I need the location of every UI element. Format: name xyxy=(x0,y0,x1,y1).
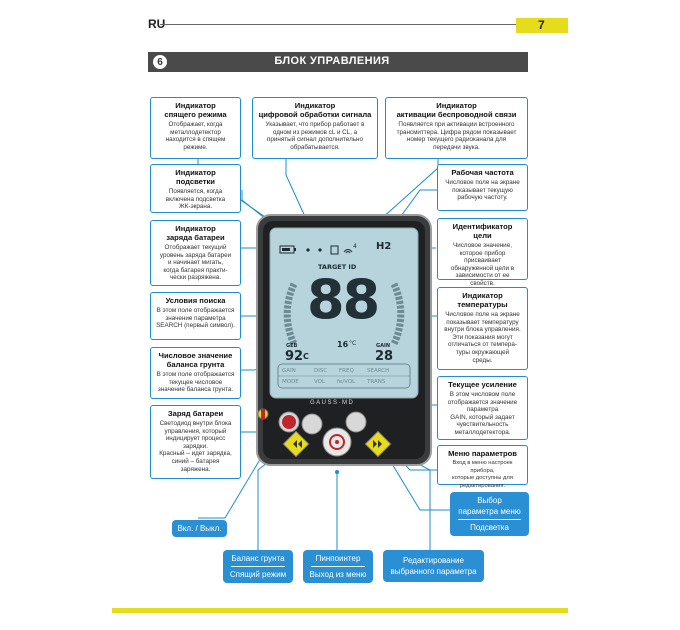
callout-battery-charge: Заряд батареи Светодиод внутри блока упр… xyxy=(150,405,241,479)
sleep-mode-label: Спящий режим xyxy=(229,570,287,579)
language-label: RU xyxy=(148,17,166,31)
callout-description: Появляется, когда включена подсветка ЖК-… xyxy=(165,188,226,211)
footer-bar xyxy=(112,608,568,613)
callout-sleep-indicator: Индикатор спящего режима Отображает, ког… xyxy=(150,97,241,159)
lcd-menu-vol: VOL xyxy=(314,379,326,385)
lcd-gain-value: 28 xyxy=(375,349,394,364)
callout-title: Заряд батареи xyxy=(167,409,224,418)
label-separator xyxy=(458,519,521,520)
callout-battery-indicator: Индикатор заряда батареи Отображает теку… xyxy=(150,220,241,286)
callout-title: Индикатор температуры xyxy=(457,291,508,309)
label-separator xyxy=(311,566,365,567)
callout-search-conditions: Условия поиска В этом поле отображается … xyxy=(150,292,241,340)
brand-logo: GAUSS·MD xyxy=(310,400,355,406)
page-number: 7 xyxy=(538,18,545,32)
backlight-label: Подсветка xyxy=(470,523,509,532)
lcd-target-id-label: TARGET ID xyxy=(318,263,357,271)
lcd-menu-disc: DISC xyxy=(314,368,328,374)
callout-description: Числовое поле на экране показывает темпе… xyxy=(444,311,521,364)
select-parameter-label: Выбор параметра меню xyxy=(458,496,521,516)
callout-description: В этом числовом поле отображается значен… xyxy=(447,391,518,436)
callout-title: Индикатор спящего режима xyxy=(164,101,227,119)
callout-title: Условия поиска xyxy=(165,296,226,305)
lcd-gb-label: GEB xyxy=(286,343,298,349)
callout-description: Отображает, когда металлодетектор находи… xyxy=(165,121,226,151)
lcd-temp-unit: °C xyxy=(349,340,357,347)
pinpoint-exit-label[interactable]: Пинпоинтер Выход из меню xyxy=(303,550,373,583)
lcd-menu-gain: GAIN xyxy=(282,368,296,374)
callout-backlight-indicator: Индикатор подсветки Появляется, когда вк… xyxy=(150,164,241,213)
callout-description: В этом поле отображается текущее числово… xyxy=(156,371,235,394)
lcd-menu-fevol: fe/VOL xyxy=(337,379,356,385)
section-title-bar xyxy=(148,52,528,72)
lcd-menu-freq: FREQ xyxy=(339,368,354,374)
section-title: БЛОК УПРАВЛЕНИЯ xyxy=(274,55,390,67)
exit-menu-label: Выход из меню xyxy=(309,570,367,579)
callout-title: Индикатор активации беспроводной связи xyxy=(396,101,517,119)
page-number-box xyxy=(516,18,568,33)
callout-ground-balance: Числовое значение баланса грунта В этом … xyxy=(150,347,241,399)
lcd-temp-value: 16 xyxy=(337,340,349,349)
callout-title: Числовое значение баланса грунта xyxy=(158,351,233,369)
callout-description: В этом поле отображается значение параме… xyxy=(156,307,235,330)
callout-title: Меню параметров xyxy=(448,449,517,458)
label-separator xyxy=(231,566,285,567)
callout-title: Индикатор заряда батареи xyxy=(166,224,225,242)
callout-description: Указывает, что прибор работает в одном и… xyxy=(265,121,365,151)
header-rule xyxy=(160,24,516,25)
callout-title: Текущее усиление xyxy=(448,380,517,389)
callout-title: Индикатор подсветки xyxy=(175,168,216,186)
lcd-frequency-value: H2 xyxy=(376,241,392,252)
callout-temperature: Индикатор температуры Числовое поле на э… xyxy=(437,287,528,370)
select-menu-backlight-label[interactable]: Выбор параметра меню Подсветка xyxy=(450,492,529,536)
callout-title: Индикатор цифровой обработки сигнала xyxy=(258,101,372,119)
lcd-menu-trans: TRANS xyxy=(367,379,386,385)
callout-description: Числовое значение, которое прибор присва… xyxy=(450,242,515,287)
callout-description: Вход в меню настроек прибора, которые до… xyxy=(452,460,513,489)
edit-parameter-label[interactable]: Редактирование выбранного параметра xyxy=(383,550,484,582)
callout-description: Светодиод внутри блока управления, котор… xyxy=(159,420,232,473)
callout-description: Отображает текущий уровень заряда батаре… xyxy=(159,244,232,282)
callout-target-id: Идентификатор цели Числовое значение, ко… xyxy=(437,218,528,287)
section-number: 6 xyxy=(151,53,169,71)
callout-description: Появляется при активации встроенного тра… xyxy=(396,121,517,151)
lcd-menu-search: SEARCH xyxy=(367,368,390,374)
ground-balance-sleep-label[interactable]: Баланс грунта Спящий режим xyxy=(223,550,293,583)
ground-balance-label: Баланс грунта xyxy=(231,554,285,563)
callout-description: Числовое поле на экране показывает текущ… xyxy=(445,179,520,202)
lcd-gain-label: GAIN xyxy=(376,343,391,349)
callout-title: Идентификатор цели xyxy=(452,222,513,240)
power-button-label[interactable]: Вкл. / Выкл. xyxy=(172,520,227,537)
callout-title: Рабочая частота xyxy=(451,168,514,177)
lcd-gb-suffix: C xyxy=(303,352,309,361)
callout-parameters-menu: Меню параметров Вход в меню настроек при… xyxy=(437,445,528,489)
callout-operating-frequency: Рабочая частота Числовое поле на экране … xyxy=(437,164,528,211)
control-unit-illustration xyxy=(256,214,432,466)
pinpoint-label: Пинпоинтер xyxy=(315,554,361,563)
lcd-target-digits: 88 xyxy=(307,268,380,331)
lcd-gb-value: 92 xyxy=(285,349,304,364)
callout-wireless-indicator: Индикатор активации беспроводной связи П… xyxy=(385,97,528,159)
lcd-menu-mode: MODE xyxy=(282,379,299,385)
callout-dsp-indicator: Индикатор цифровой обработки сигнала Ука… xyxy=(252,97,378,159)
lcd-wireless-channel: 4 xyxy=(353,243,357,250)
callout-current-gain: Текущее усиление В этом числовом поле от… xyxy=(437,376,528,440)
